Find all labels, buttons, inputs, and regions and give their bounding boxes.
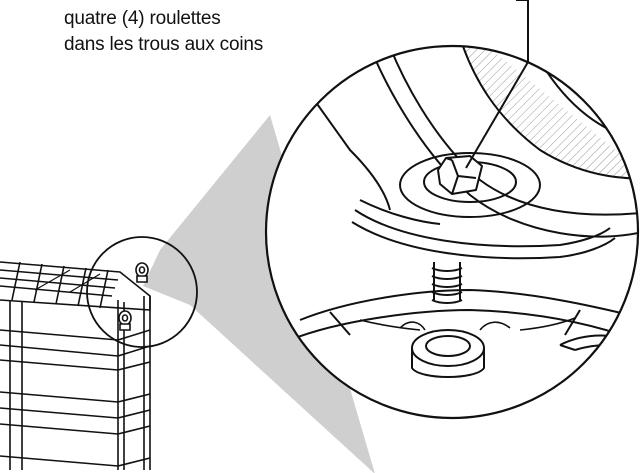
callout-leader-line [465, 0, 529, 169]
zoom-detail [279, 46, 638, 378]
zoom-circle-outline [264, 44, 640, 420]
threaded-stem-icon [431, 262, 463, 304]
instruction-line-2: dans les trous aux coins [64, 34, 264, 55]
instruction-line-1: quatre (4) roulettes [64, 8, 221, 29]
detail-callout-circle [86, 236, 198, 348]
hex-nut-icon [437, 155, 483, 195]
caster-wheel-icon [118, 262, 149, 331]
zoom-wedge [143, 115, 375, 473]
instruction-text: quatre (4) roulettes dans les trous aux … [64, 6, 263, 58]
shelving-unit [0, 261, 151, 470]
